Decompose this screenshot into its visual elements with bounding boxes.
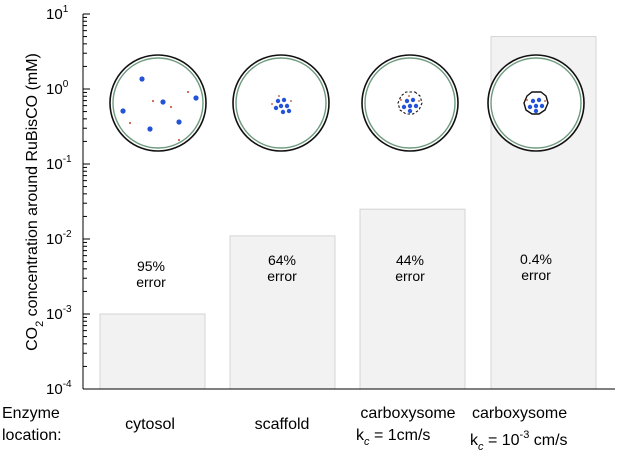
category-label-text: scaffold <box>254 416 310 433</box>
error-label-word: error <box>395 268 425 284</box>
category-label-kc: kc = 10-3 cm/s <box>466 426 614 457</box>
cell-scaffold-illustration <box>232 54 330 152</box>
error-label-pct: 64% <box>268 252 296 268</box>
x-side-label: Enzyme location: <box>2 404 62 445</box>
x-side-label-line2: location: <box>2 427 62 444</box>
y-tick-label: 10-1 <box>46 154 72 173</box>
kc-eq: = 1cm/s <box>369 427 431 444</box>
kc-sub: c <box>364 436 370 448</box>
bar-2 <box>359 208 466 390</box>
kc-k: k <box>470 432 478 449</box>
category-label-text: carboxysome <box>360 405 456 422</box>
kc-unit: cm/s <box>529 432 568 449</box>
y-ticks: 101 100 10-1 10-2 10-3 10-4 <box>46 4 90 398</box>
cell-illustrations <box>109 54 585 152</box>
cell-carboxysome-leaky-illustration <box>361 54 459 152</box>
category-label-kc: kc = 1cm/s <box>346 426 470 452</box>
error-label-pct: 95% <box>137 258 165 274</box>
category-label-cytosol: cytosol <box>100 415 200 434</box>
y-axis-label: CO2 concentration around RuBisCO (mM) <box>24 53 46 351</box>
y-tick-label: 10-2 <box>46 229 72 248</box>
cell-carboxysome-sealed-illustration <box>487 54 585 152</box>
error-label-word: error <box>136 274 166 290</box>
category-label-carboxysome-sealed: carboxysome kc = 10-3 cm/s <box>466 404 614 457</box>
error-label-word: error <box>267 268 297 284</box>
cell-cytosol-illustration <box>109 54 207 152</box>
y-tick-label: 10-3 <box>46 304 72 323</box>
kc-exp: -3 <box>519 429 530 441</box>
category-label-carboxysome-leaky: carboxysome kc = 1cm/s <box>346 404 470 452</box>
category-label-text: cytosol <box>125 416 175 433</box>
y-tick-label: 101 <box>46 4 69 23</box>
error-label-pct: 0.4% <box>520 251 552 267</box>
x-side-label-line1: Enzyme <box>2 405 60 422</box>
bar-1 <box>229 235 336 390</box>
kc-k: k <box>356 427 364 444</box>
error-label-word: error <box>521 267 551 283</box>
y-tick-label: 10-4 <box>46 379 72 398</box>
error-label-pct: 44% <box>396 252 424 268</box>
error-labels: 95% error 64% error 44% error 0.4% error <box>136 251 552 290</box>
y-tick-label: 100 <box>46 79 69 98</box>
kc-eq: = 10 <box>483 432 520 449</box>
category-label-text: carboxysome <box>472 405 568 422</box>
category-label-scaffold: scaffold <box>230 415 334 434</box>
bar-0 <box>99 313 206 390</box>
kc-sub: c <box>478 441 484 453</box>
